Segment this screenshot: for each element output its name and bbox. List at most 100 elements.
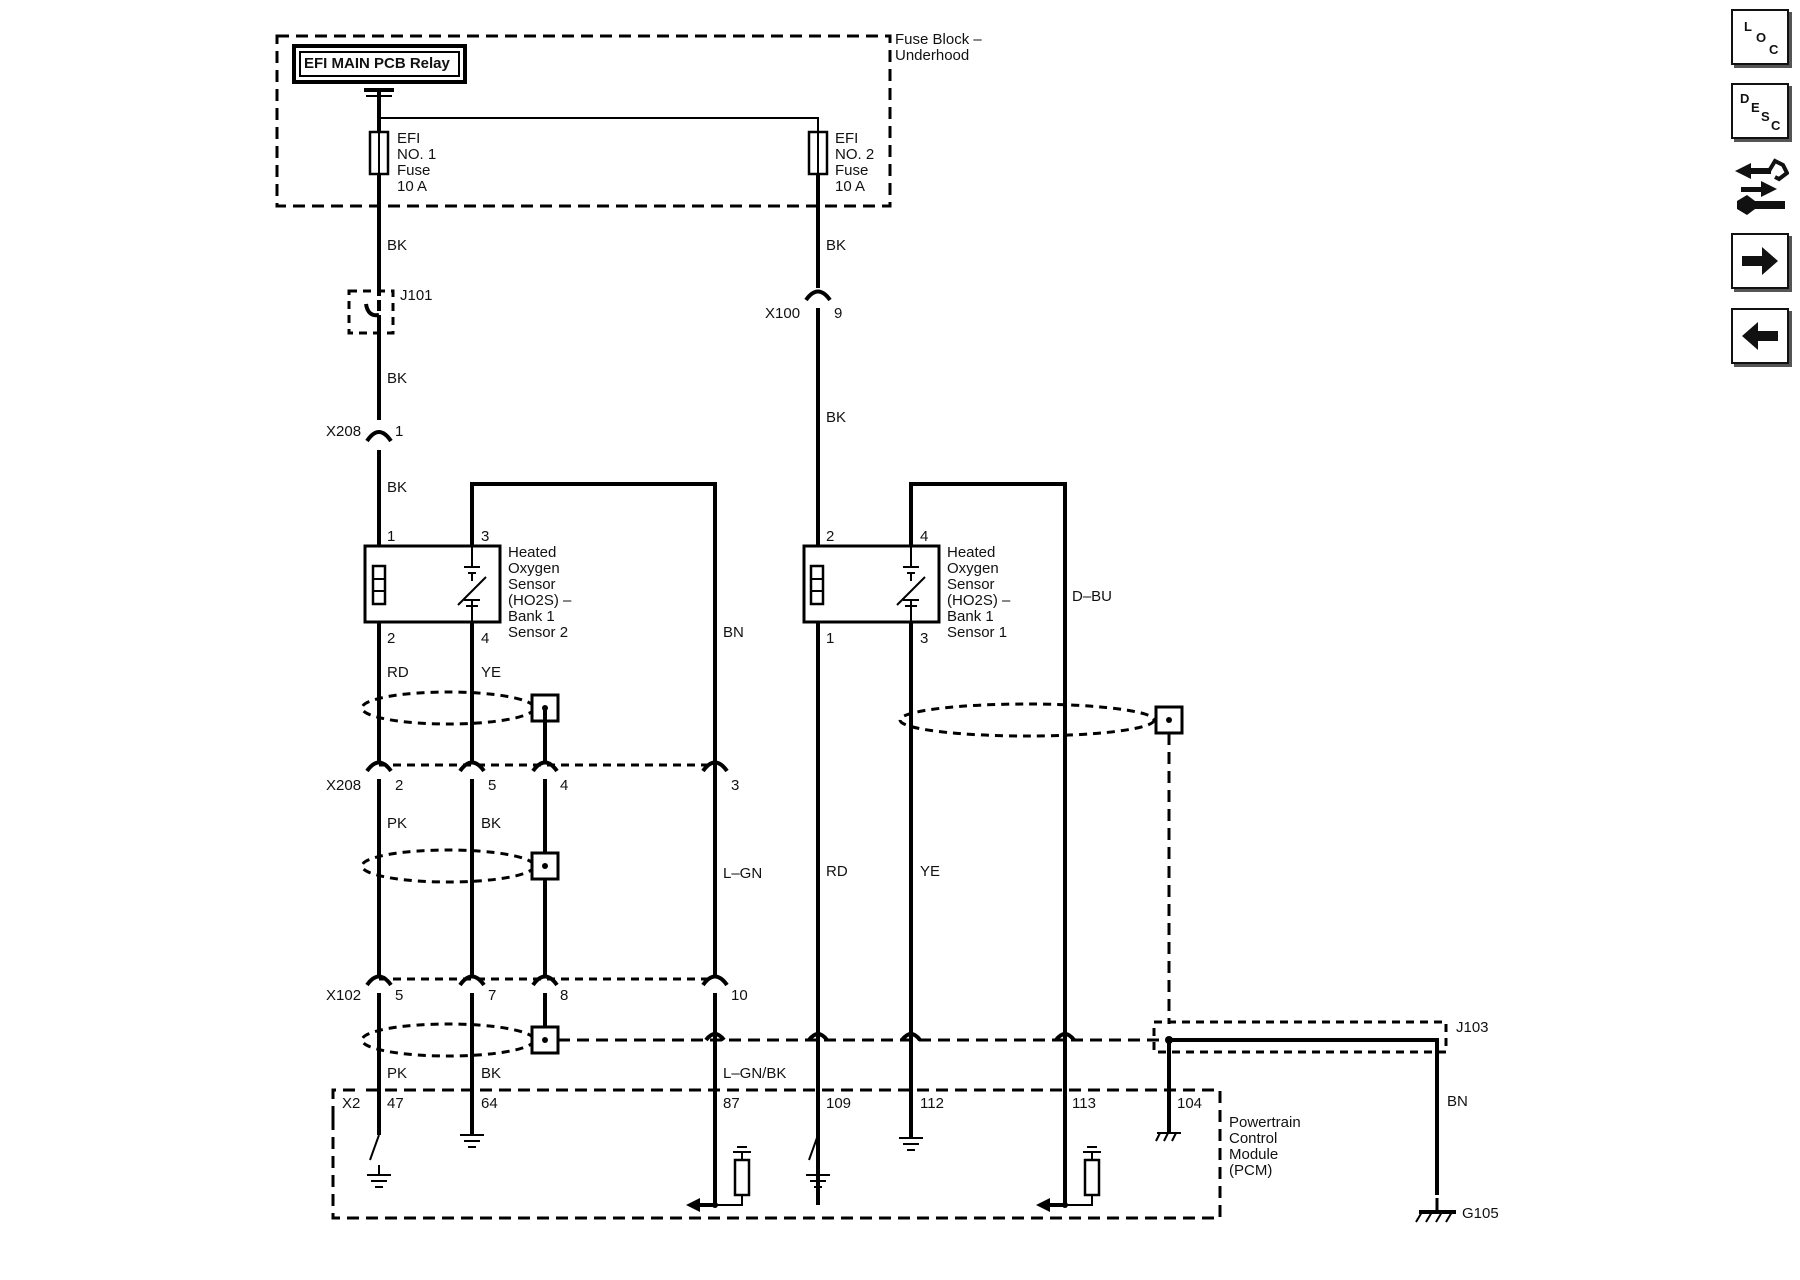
tool-button[interactable] [1731, 157, 1789, 215]
pcm-line2: Control [1229, 1130, 1277, 1147]
fuse2-line3: Fuse [835, 162, 868, 179]
sensor2-line5: Bank 1 [508, 608, 555, 625]
sensor2-line4: (HO2S) – [508, 592, 572, 609]
shield-4 [898, 702, 1156, 738]
wire-ye-right: YE [920, 863, 940, 880]
wire-bk-3: BK [387, 479, 407, 496]
desc-letter-c: C [1771, 118, 1781, 133]
desc-button[interactable]: D E S C [1731, 83, 1789, 139]
loc-button[interactable]: L O C [1731, 9, 1789, 65]
pcm-line1: Powertrain [1229, 1114, 1301, 1131]
x102-pin-5: 5 [395, 987, 403, 1004]
desc-letter-d: D [1740, 91, 1750, 106]
fuse-block-title-2: Underhood [895, 47, 969, 64]
sensor1-line2: Oxygen [947, 560, 999, 577]
x2-pin-64: 64 [481, 1095, 498, 1112]
wire-bk-1: BK [387, 237, 407, 254]
x2-label: X2 [342, 1095, 360, 1112]
ho2s-bank1-sensor1-box [802, 544, 941, 624]
x208-pin-5: 5 [488, 777, 496, 794]
sensor2-pin-2: 2 [387, 630, 395, 647]
j103-label: J103 [1456, 1019, 1489, 1036]
x102-label: X102 [326, 987, 361, 1004]
sensor2-pin-3: 3 [481, 528, 489, 545]
sensor1-line4: (HO2S) – [947, 592, 1011, 609]
tool-icon [1735, 158, 1789, 215]
wire-ye-left: YE [481, 664, 501, 681]
x208-label-bottom: X208 [326, 777, 361, 794]
fuse2-line1: EFI [835, 130, 858, 147]
next-button[interactable] [1731, 233, 1789, 289]
fuse2-line2: NO. 2 [835, 146, 874, 163]
sensor1-pin-3: 3 [920, 630, 928, 647]
fuse2-line4: 10 A [835, 178, 865, 195]
wire-bk-right-2: BK [826, 409, 846, 426]
fuse-block-title-1: Fuse Block – [895, 31, 982, 48]
x208-pin-1: 1 [395, 423, 403, 440]
shield-3 [360, 1022, 536, 1058]
fuse1-line2: NO. 1 [397, 146, 436, 163]
x2-pin-47: 47 [387, 1095, 404, 1112]
sensor2-line3: Sensor [508, 576, 556, 593]
sensor2-line2: Oxygen [508, 560, 560, 577]
fuse1-line1: EFI [397, 130, 420, 147]
wire-rd-left: RD [387, 664, 409, 681]
relay-label: EFI MAIN PCB Relay [304, 55, 451, 72]
x100-pin-9: 9 [834, 305, 842, 322]
x208-pin-4: 4 [560, 777, 568, 794]
wire-bk-4: BK [481, 815, 501, 832]
sensor1-line1: Heated [947, 544, 995, 561]
x102-pin-10: 10 [731, 987, 748, 1004]
arrow-right-icon [1742, 247, 1778, 275]
sensor1-line5: Bank 1 [947, 608, 994, 625]
wire-dbu: D–BU [1072, 588, 1112, 605]
loc-letter-l: L [1744, 19, 1752, 34]
x2-pin-109: 109 [826, 1095, 851, 1112]
j101-splice [347, 289, 395, 335]
previous-button[interactable] [1731, 308, 1789, 364]
desc-letter-e: E [1751, 100, 1760, 115]
fuse-block-outline [275, 34, 892, 208]
sensor1-line6: Sensor 1 [947, 624, 1007, 641]
wire-pk-1: PK [387, 815, 407, 832]
x102-pin-7: 7 [488, 987, 496, 1004]
wire-bk-2: BK [387, 370, 407, 387]
x2-pin-112: 112 [920, 1095, 944, 1112]
sensor2-pin-4: 4 [481, 630, 489, 647]
sensor2-line6: Sensor 2 [508, 624, 568, 641]
fuse1-line4: 10 A [397, 178, 427, 195]
wire-bn-left: BN [723, 624, 744, 641]
ho2s-bank1-sensor2-box [363, 544, 502, 624]
pcm-outline [331, 1088, 1222, 1220]
fuse1-line3: Fuse [397, 162, 430, 179]
wire-lgnbk: L–GN/BK [723, 1065, 786, 1082]
loc-letter-o: O [1756, 30, 1767, 45]
x2-pin-113: 113 [1072, 1095, 1096, 1112]
sensor1-line3: Sensor [947, 576, 995, 593]
x102-pin-8: 8 [560, 987, 568, 1004]
pcm-line3: Module [1229, 1146, 1278, 1163]
sensor1-pin-2: 2 [826, 528, 834, 545]
j101-label: J101 [400, 287, 433, 304]
wire-bn-right: BN [1447, 1093, 1468, 1110]
arrow-left-icon [1742, 322, 1778, 350]
x2-pin-104: 104 [1177, 1095, 1202, 1112]
x100-label: X100 [765, 305, 800, 322]
wire-bk-right-1: BK [826, 237, 846, 254]
desc-letter-s: S [1761, 109, 1770, 124]
x208-pin-2: 2 [395, 777, 403, 794]
g105-label: G105 [1462, 1205, 1499, 1222]
x208-pin-3: 3 [731, 777, 739, 794]
wire-bk-5: BK [481, 1065, 501, 1082]
sensor2-pin-1: 1 [387, 528, 395, 545]
sensor1-pin-4: 4 [920, 528, 928, 545]
x2-pin-87: 87 [723, 1095, 740, 1112]
shield-2 [360, 848, 536, 884]
wire-pk-2: PK [387, 1065, 407, 1082]
sensor2-line1: Heated [508, 544, 556, 561]
j103-splice [1152, 1020, 1448, 1054]
wire-rd-right: RD [826, 863, 848, 880]
sensor1-pin-1: 1 [826, 630, 834, 647]
x208-label-top: X208 [326, 423, 361, 440]
